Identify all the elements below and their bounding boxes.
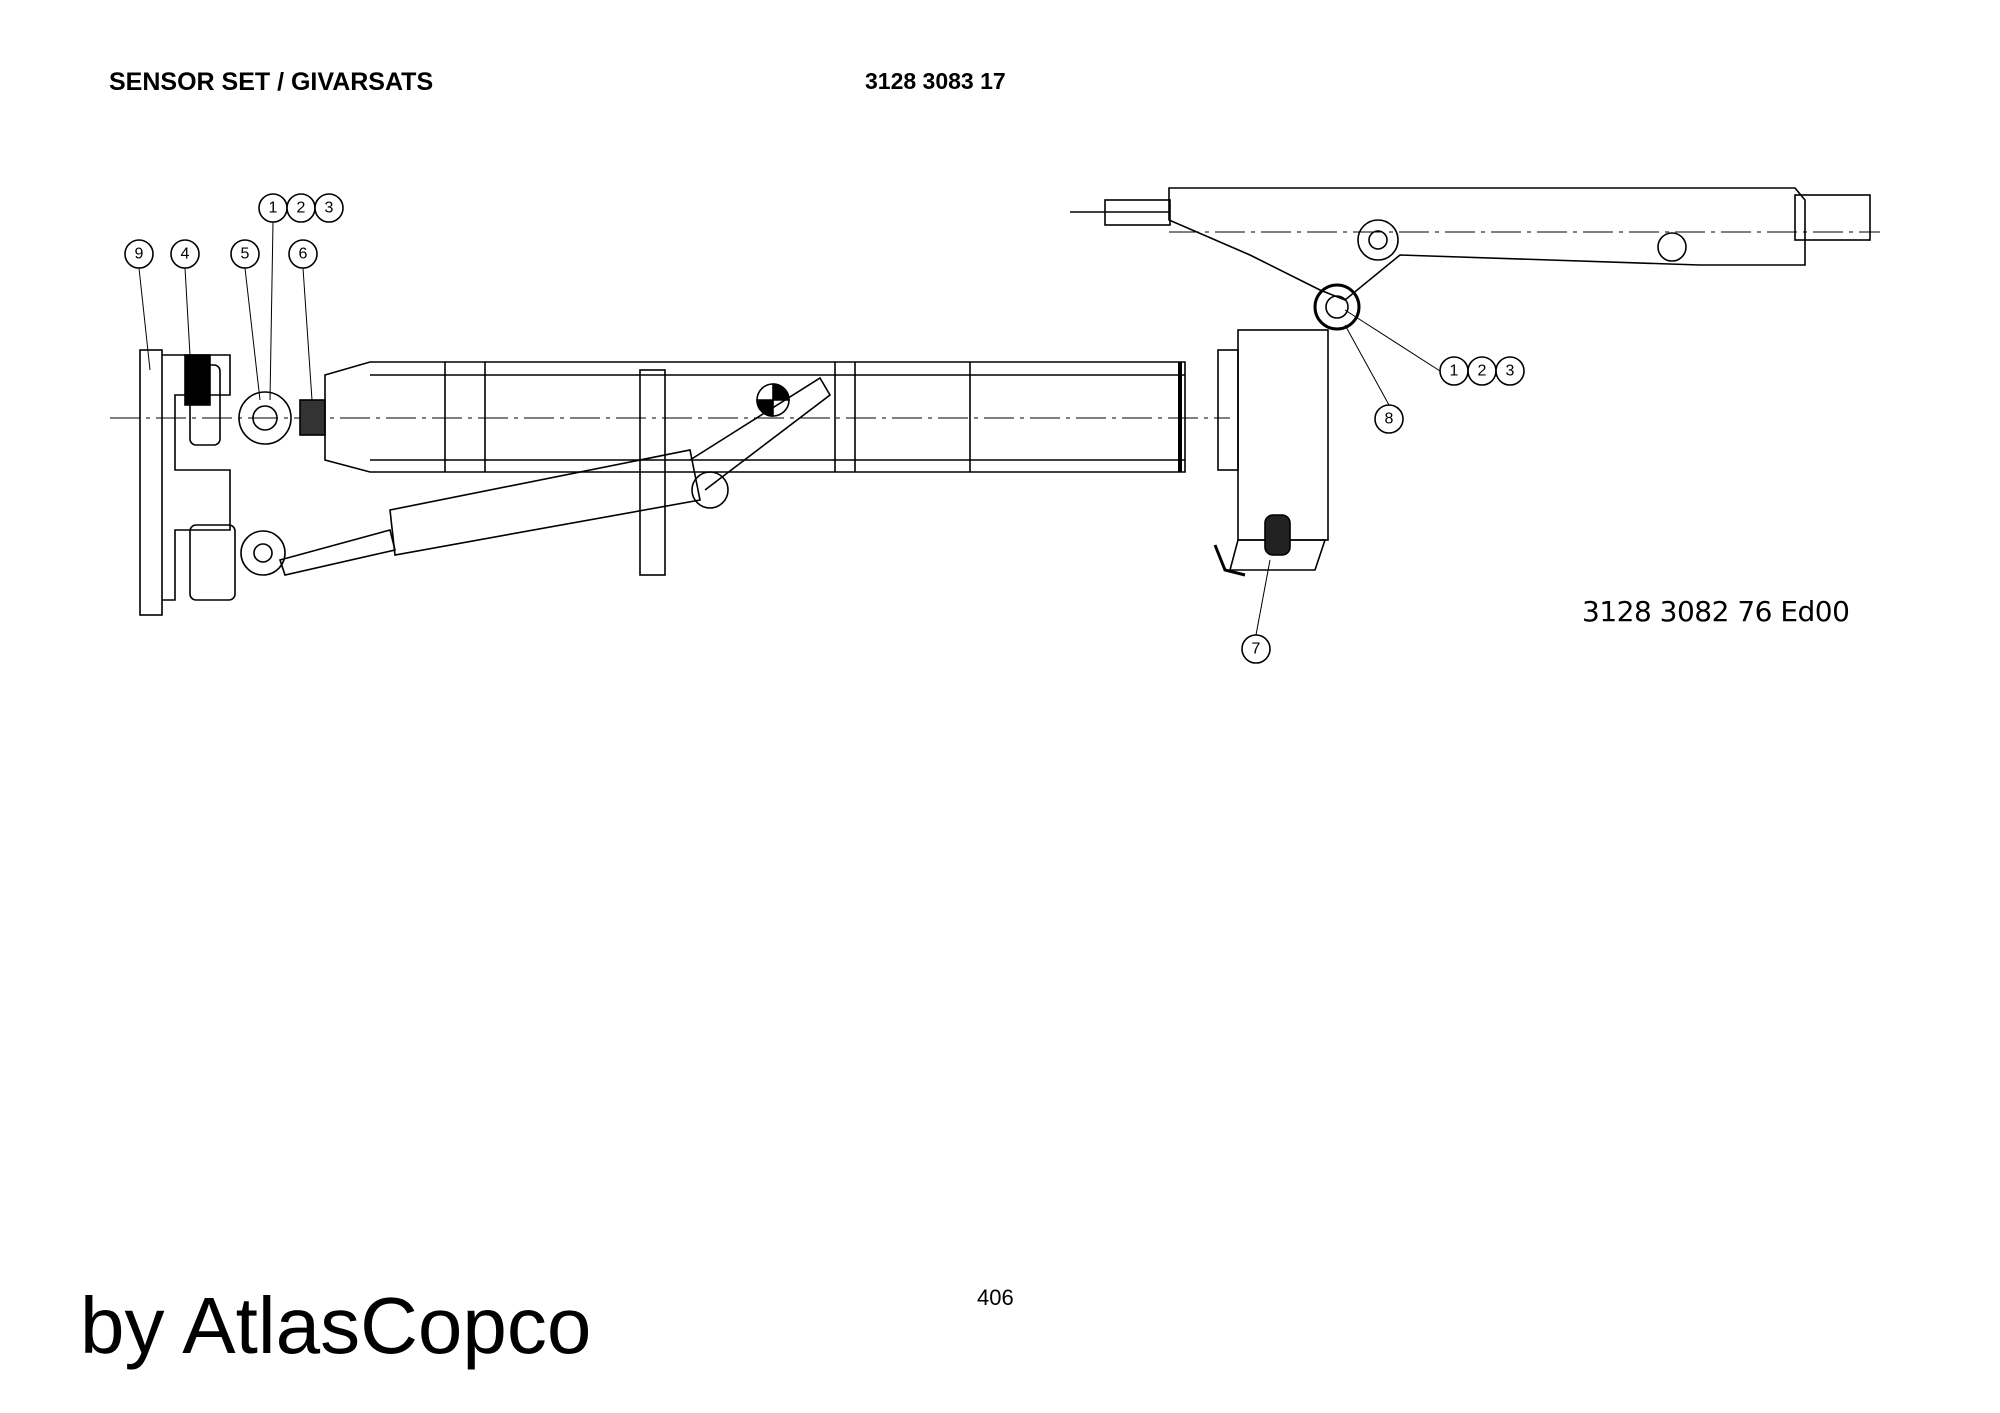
brand-label: by AtlasCopco [80, 1281, 592, 1370]
svg-text:6: 6 [299, 246, 308, 263]
base-bracket [139, 349, 236, 616]
svg-text:1: 1 [269, 200, 278, 217]
callout-8: 8 [1374, 404, 1404, 434]
svg-text:2: 2 [297, 200, 306, 217]
callout-2-left: 2 [286, 193, 316, 223]
callout-3-left: 3 [314, 193, 344, 223]
svg-text:3: 3 [325, 200, 334, 217]
callout-1-right: 1 [1439, 356, 1469, 386]
svg-text:3: 3 [1506, 363, 1515, 380]
callout-6: 6 [288, 239, 318, 269]
svg-text:4: 4 [181, 246, 190, 263]
part-number: 3128 3083 17 [865, 68, 1006, 94]
page-title: SENSOR SET / GIVARSATS [109, 68, 434, 96]
callout-7: 7 [1241, 634, 1271, 664]
svg-text:7: 7 [1252, 641, 1261, 658]
svg-text:8: 8 [1385, 411, 1394, 428]
rotation-housing [1213, 329, 1329, 577]
svg-text:5: 5 [241, 246, 250, 263]
callout-1-left: 1 [258, 193, 288, 223]
lift-cylinder [278, 376, 832, 576]
svg-text:2: 2 [1478, 363, 1487, 380]
callout-5: 5 [230, 239, 260, 269]
callout-9: 9 [124, 239, 154, 269]
callout-4: 4 [170, 239, 200, 269]
page-number: 406 [977, 1285, 1014, 1310]
top-arm [1070, 187, 1880, 331]
svg-text:9: 9 [135, 246, 144, 263]
svg-text:1: 1 [1450, 363, 1459, 380]
main-boom [324, 361, 1186, 576]
drawing-number: 3128 3082 76 Ed00 [1582, 595, 1850, 628]
callout-3-right: 3 [1495, 356, 1525, 386]
callout-2-right: 2 [1467, 356, 1497, 386]
